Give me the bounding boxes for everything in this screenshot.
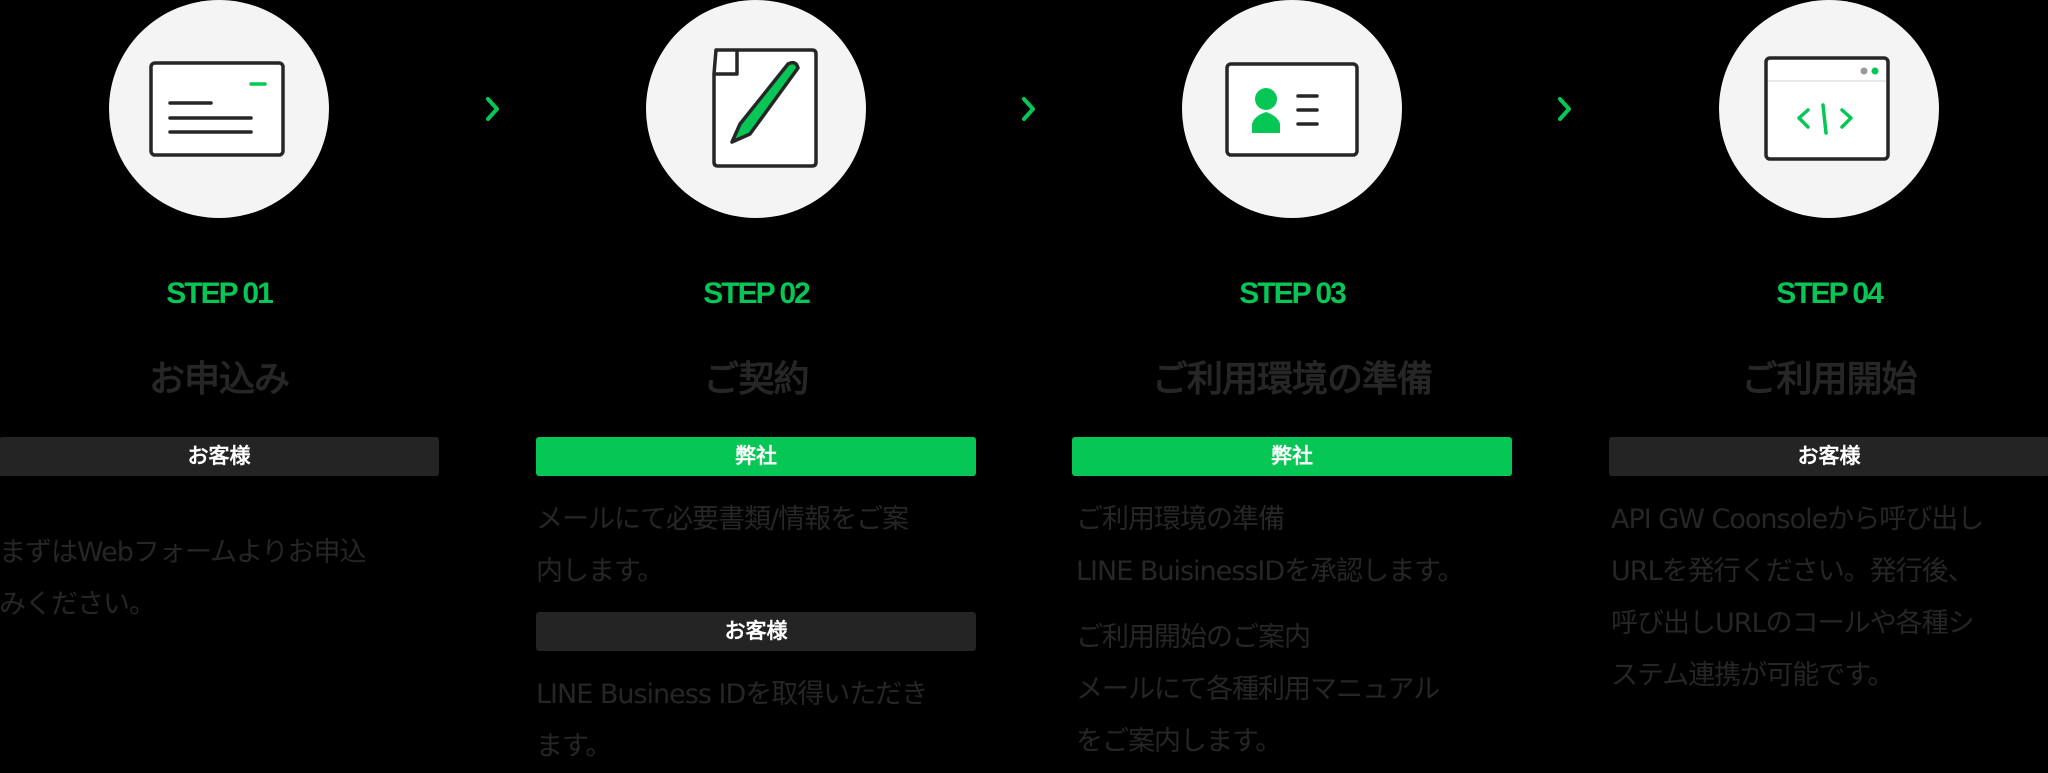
role-badge-customer: お客様 bbox=[536, 612, 976, 651]
step-03-icon-circle bbox=[1182, 0, 1402, 218]
step-description: メールにて必要書類/情報をご案 内します。 bbox=[536, 504, 909, 587]
id-card-icon bbox=[1225, 62, 1359, 157]
step-description-2: ご利用開始のご案内 メールにて各種利用マニュアル をご案内します。 bbox=[1076, 622, 1440, 757]
step-title: ご利用環境の準備 bbox=[1151, 359, 1433, 400]
role-badge-company: 弊社 bbox=[1072, 437, 1512, 476]
application-form-icon bbox=[149, 61, 285, 157]
step-01: STEP 01 お申込み お客様 まずはWebフォームよりお申込 みください。 bbox=[0, 0, 439, 771]
step-title: お申込み bbox=[148, 359, 290, 400]
step-02: STEP 02 ご契約 弊社 メールにて必要書類/情報をご案 内します。 お客様… bbox=[536, 0, 976, 771]
step-02-icon-circle bbox=[646, 0, 866, 218]
step-title: ご契約 bbox=[703, 359, 809, 400]
chevron-right-icon bbox=[1558, 97, 1571, 121]
step-04-icon-circle bbox=[1719, 0, 1939, 218]
step-description: まずはWebフォームよりお申込 みください。 bbox=[0, 537, 367, 620]
step-label: STEP 02 bbox=[703, 277, 811, 310]
role-badge-customer: お客様 bbox=[1609, 437, 2048, 476]
step-label: STEP 03 bbox=[1239, 277, 1347, 310]
step-04: STEP 04 ご利用開始 お客様 API GW Coonsoleから呼び出し … bbox=[1609, 0, 2048, 771]
step-01-icon-circle bbox=[109, 0, 329, 218]
step-description: ご利用環境の準備 LINE BuisinessIDを承認します。 bbox=[1076, 504, 1464, 587]
contract-pen-icon bbox=[712, 48, 818, 168]
step-label: STEP 01 bbox=[166, 277, 274, 310]
step-description: LINE Business IDを取得いただき ます。 bbox=[536, 679, 928, 762]
role-badge-company: 弊社 bbox=[536, 437, 976, 476]
step-title: ご利用開始 bbox=[1741, 359, 1917, 400]
browser-code-icon bbox=[1764, 56, 1890, 161]
step-03: STEP 03 ご利用環境の準備 弊社 ご利用環境の準備 LINE Buisin… bbox=[1072, 0, 1512, 771]
chevron-right-icon bbox=[486, 97, 499, 121]
step-description: API GW Coonsoleから呼び出し URLを発行ください。発行後、 呼び… bbox=[1611, 504, 1984, 691]
step-label: STEP 04 bbox=[1776, 277, 1884, 310]
role-badge-customer: お客様 bbox=[0, 437, 439, 476]
chevron-right-icon bbox=[1022, 97, 1035, 121]
